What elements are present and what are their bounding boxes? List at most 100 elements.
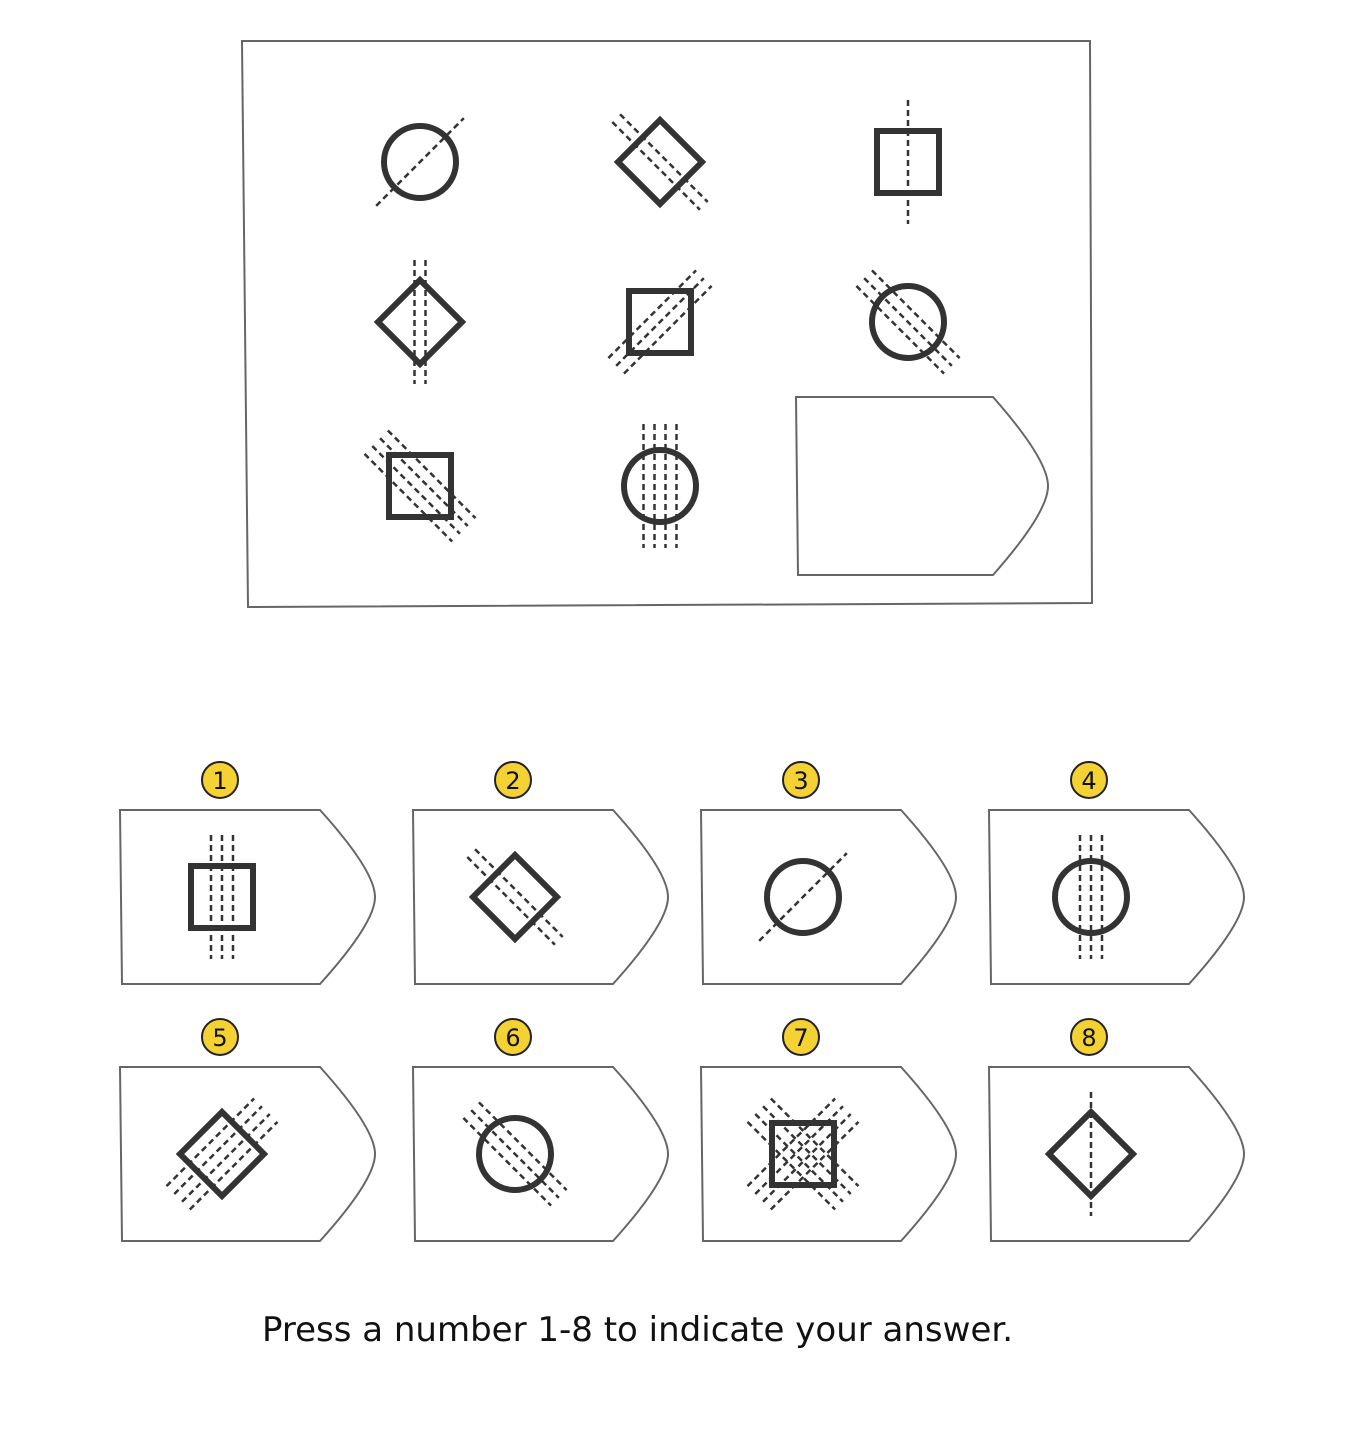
circle-shape	[764, 858, 842, 936]
option-card[interactable]	[699, 809, 958, 985]
option-card[interactable]	[699, 1066, 958, 1242]
badge-circle	[201, 761, 239, 799]
option-card[interactable]	[411, 1066, 670, 1242]
diamond-shape	[613, 115, 707, 209]
option-number: 6	[505, 1024, 520, 1052]
dashed-line	[173, 1105, 263, 1195]
dashed-line	[769, 1120, 860, 1211]
badge-circle	[494, 761, 532, 799]
matrix-cell	[373, 260, 467, 384]
square-shape	[188, 863, 256, 931]
option-figure	[188, 835, 256, 959]
option-number: 4	[1081, 767, 1096, 795]
dashed-line	[871, 269, 961, 359]
diamond-shape	[175, 1107, 269, 1201]
dashed-line	[375, 117, 465, 207]
option-number: 7	[793, 1024, 808, 1052]
dashed-line	[623, 285, 713, 375]
option-card[interactable]	[411, 809, 670, 985]
option-number-badge: 8	[1070, 1018, 1108, 1056]
answer-option-5[interactable]: 5	[118, 1018, 377, 1242]
circle-shape	[621, 447, 699, 525]
option-figure	[746, 1097, 860, 1211]
option-number-badge: 1	[201, 761, 239, 799]
circle-shape	[869, 283, 947, 361]
square-shape	[626, 288, 694, 356]
square-shape	[874, 128, 942, 196]
circle-shape	[1052, 858, 1130, 936]
badge-circle	[1070, 1018, 1108, 1056]
option-number: 5	[212, 1024, 227, 1052]
option-number-badge: 5	[201, 1018, 239, 1056]
circle-shape	[476, 1115, 554, 1193]
square-shape	[769, 1120, 837, 1188]
diamond-shape	[1044, 1107, 1138, 1201]
matrix-frame	[240, 40, 1094, 609]
badge-circle	[782, 1018, 820, 1056]
square-shape	[386, 452, 454, 520]
answer-option-1[interactable]: 1	[118, 761, 377, 985]
answer-option-7[interactable]: 7	[699, 1018, 958, 1242]
answer-option-6[interactable]: 6	[411, 1018, 670, 1242]
dashed-line	[863, 277, 953, 367]
badge-circle	[201, 1018, 239, 1056]
diamond-shape	[373, 275, 467, 369]
option-number-badge: 2	[494, 761, 532, 799]
dashed-line	[470, 1109, 560, 1199]
option-number-badge: 3	[782, 761, 820, 799]
answer-option-4[interactable]: 4	[987, 761, 1246, 985]
option-card[interactable]	[987, 1066, 1246, 1242]
dashed-line	[746, 1120, 837, 1211]
matrix-cell	[363, 429, 477, 543]
matrix-cell	[874, 100, 942, 224]
dashed-line	[619, 113, 709, 203]
dashed-line	[386, 429, 477, 520]
dashed-line	[165, 1097, 256, 1188]
dashed-line	[462, 1117, 552, 1207]
option-figure	[466, 848, 564, 946]
dashed-line	[746, 1097, 837, 1188]
option-figure	[1044, 1092, 1138, 1216]
option-number-badge: 7	[782, 1018, 820, 1056]
matrix-cell	[375, 117, 465, 207]
option-figure	[758, 852, 848, 942]
badge-circle	[782, 761, 820, 799]
option-card[interactable]	[987, 809, 1246, 985]
dashed-line	[611, 121, 701, 211]
dashed-line	[188, 1120, 279, 1211]
matrix-cell	[607, 269, 713, 375]
option-number: 1	[212, 767, 227, 795]
option-number: 2	[505, 767, 520, 795]
dashed-line	[607, 269, 697, 359]
dashed-line	[474, 848, 564, 938]
option-number: 8	[1081, 1024, 1096, 1052]
option-number-badge: 4	[1070, 761, 1108, 799]
option-figure	[462, 1101, 568, 1207]
answer-option-3[interactable]: 3	[699, 761, 958, 985]
dashed-line	[363, 452, 454, 543]
option-number-badge: 6	[494, 1018, 532, 1056]
answer-option-8[interactable]: 8	[987, 1018, 1246, 1242]
dashed-line	[466, 856, 556, 946]
instruction-text: Press a number 1-8 to indicate your answ…	[261, 1310, 1014, 1350]
dashed-line	[181, 1113, 271, 1203]
option-card[interactable]	[118, 809, 377, 985]
matrix-grid	[363, 100, 1050, 576]
badge-circle	[1070, 761, 1108, 799]
missing-cell	[794, 396, 1050, 576]
answer-options: 1 2 3 4 5 6 7 8	[118, 761, 1246, 1242]
dashed-line	[478, 1101, 568, 1191]
badge-circle	[494, 1018, 532, 1056]
dashed-line	[855, 285, 945, 375]
diamond-shape	[468, 850, 562, 944]
option-card[interactable]	[118, 1066, 377, 1242]
answer-option-2[interactable]: 2	[411, 761, 670, 985]
dashed-line	[769, 1097, 860, 1188]
matrix-cell	[621, 424, 699, 548]
matrix-cell	[855, 269, 961, 375]
option-number: 3	[793, 767, 808, 795]
matrix-cell	[611, 113, 709, 211]
option-figure	[165, 1097, 279, 1211]
circle-shape	[381, 123, 459, 201]
